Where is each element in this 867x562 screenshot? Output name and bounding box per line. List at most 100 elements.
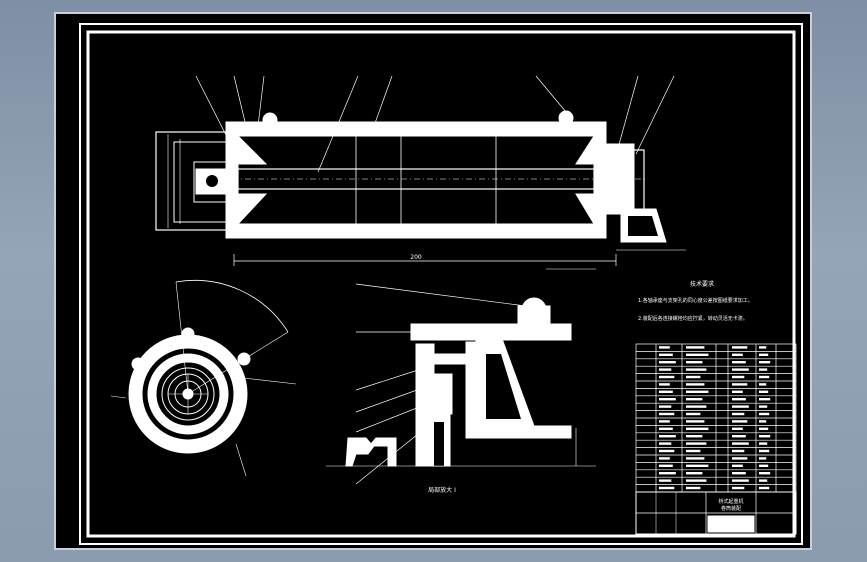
parts-cell-text	[759, 412, 770, 416]
parts-cell-text	[732, 435, 746, 438]
parts-cell-text	[759, 368, 768, 371]
tech-note-2: 2.装配后各连接螺栓均应拧紧，转动灵活无卡滞。	[638, 315, 748, 322]
parts-cell-text	[759, 405, 768, 408]
parts-cell-text	[659, 375, 675, 379]
parts-cell-text	[686, 472, 703, 475]
parts-cell-text	[686, 383, 705, 386]
parts-cell-text	[686, 346, 705, 349]
detail-leaders	[355, 283, 527, 485]
parts-cell-text	[732, 427, 743, 430]
parts-cell-text	[686, 368, 707, 371]
parts-cell-text	[732, 398, 746, 401]
parts-cell-text	[732, 405, 749, 408]
parts-cell-text	[686, 442, 707, 445]
parts-cell-text	[659, 346, 670, 349]
parts-cell-text	[759, 398, 771, 401]
title-block-name-2: 卷筒装配	[721, 505, 741, 512]
parts-cell-text	[732, 457, 748, 460]
drum-end-view	[110, 279, 297, 477]
parts-cell-text	[759, 353, 769, 356]
parts-cell-text	[759, 420, 767, 423]
parts-cell-text	[686, 457, 705, 460]
parts-cell-text	[686, 435, 703, 438]
detail-section-view	[326, 297, 596, 467]
title-block-name-1: 桥式起重机	[718, 498, 743, 505]
overall-length-dim: 200	[410, 254, 422, 261]
parts-cell-text	[659, 368, 672, 371]
tech-note-1: 1.各轴承座与支架孔的同心度公差按图纸要求加工。	[638, 297, 753, 304]
parts-cell-text	[659, 427, 673, 430]
main-view-leaders	[195, 75, 675, 173]
parts-cell-text	[732, 442, 749, 445]
parts-list-fill	[659, 346, 771, 490]
parts-cell-text	[732, 361, 746, 364]
sheet-inner-border	[86, 30, 796, 538]
parts-cell-text	[686, 479, 707, 482]
parts-cell-text	[686, 390, 709, 393]
parts-cell-text	[732, 383, 748, 386]
parts-cell-text	[686, 420, 705, 423]
parts-cell-text	[759, 442, 768, 445]
parts-cell-text	[759, 390, 769, 393]
parts-cell-text	[659, 472, 676, 475]
parts-cell-text	[686, 361, 703, 364]
parts-cell-text	[686, 464, 709, 467]
cad-drawing: 200	[79, 23, 803, 545]
parts-cell-text	[659, 405, 672, 408]
parts-cell-text	[732, 464, 743, 467]
parts-cell-text	[659, 442, 672, 445]
parts-cell-text	[732, 420, 748, 423]
parts-cell-text	[686, 412, 701, 416]
parts-cell-text	[659, 479, 672, 482]
drum-front-view	[155, 110, 686, 270]
parts-cell-text	[759, 486, 770, 490]
parts-cell-text	[759, 449, 770, 453]
parts-cell-text	[732, 412, 745, 416]
parts-cell-text	[659, 412, 675, 416]
parts-cell-text	[759, 472, 771, 475]
parts-list-table	[635, 343, 797, 493]
parts-cell-text	[732, 346, 748, 349]
parts-cell-text	[759, 457, 767, 460]
tech-notes-title: 技术要求	[690, 280, 714, 288]
parts-cell-text	[759, 361, 771, 364]
parts-cell-text	[732, 472, 746, 475]
parts-cell-text	[659, 449, 675, 453]
parts-cell-text	[759, 427, 769, 430]
parts-cell-text	[659, 435, 676, 438]
parts-cell-text	[732, 486, 745, 490]
parts-cell-text	[732, 390, 743, 393]
parts-cell-text	[759, 346, 767, 349]
parts-cell-text	[759, 479, 768, 482]
parts-cell-text	[659, 398, 676, 401]
title-block: 桥式起重机 卷筒装配	[635, 491, 797, 535]
parts-cell-text	[659, 420, 670, 423]
parts-cell-text	[759, 464, 769, 467]
parts-cell-text	[686, 375, 701, 379]
parts-cell-text	[686, 486, 701, 490]
parts-cell-text	[759, 375, 770, 379]
parts-cell-text	[759, 435, 771, 438]
parts-cell-text	[732, 353, 743, 356]
parts-cell-text	[659, 457, 670, 460]
parts-cell-text	[759, 383, 767, 386]
parts-cell-text	[686, 353, 709, 356]
parts-cell-text	[659, 464, 673, 467]
section-label: 局部放大 I	[428, 486, 456, 494]
parts-cell-text	[732, 375, 745, 379]
parts-cell-text	[659, 486, 675, 490]
parts-cell-text	[686, 427, 709, 430]
parts-cell-text	[686, 449, 701, 453]
parts-cell-text	[686, 398, 703, 401]
parts-cell-text	[732, 479, 749, 482]
parts-cell-text	[686, 405, 707, 408]
parts-cell-text	[659, 361, 676, 364]
parts-cell-text	[659, 390, 673, 393]
drawing-viewer[interactable]: 200	[54, 12, 812, 550]
tech-notes: 技术要求 1.各轴承座与支架孔的同心度公差按图纸要求加工。 2.装配后各连接螺栓…	[638, 280, 753, 322]
parts-cell-text	[732, 368, 749, 371]
sheet-outer-border	[79, 23, 803, 545]
parts-cell-text	[659, 353, 673, 356]
parts-cell-text	[659, 383, 670, 386]
parts-cell-text	[732, 449, 745, 453]
